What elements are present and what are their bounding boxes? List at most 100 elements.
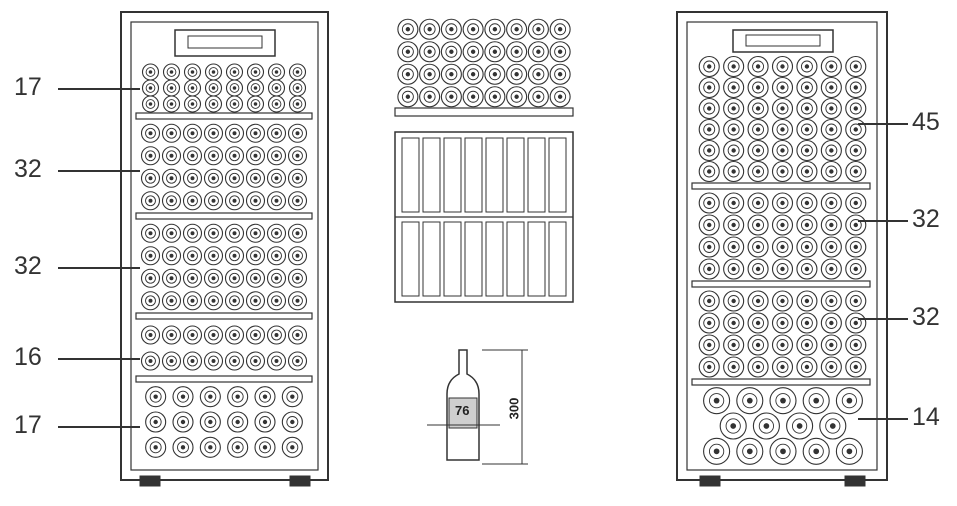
left-s1-bottle-2-5-ring xyxy=(250,99,261,109)
right-s1-bottle-3-5-ring xyxy=(825,123,838,136)
left-s3-bottle-3-6-ring xyxy=(271,295,282,307)
tray-top-bottle-0-0-ring xyxy=(401,23,414,36)
right-s3-bottle-3-4-ring xyxy=(800,361,813,373)
right-s1-bottle-4-3-ring xyxy=(776,144,789,157)
right-s1-bottle-0-5-cork xyxy=(829,64,834,69)
tray-top-bottle-3-2-cork xyxy=(449,94,454,99)
tray-top-bottle-2-1-cork xyxy=(427,72,432,77)
right-s2-bottle-2-3-ring xyxy=(776,241,789,253)
left-s3-bottle-2-7-cork xyxy=(295,276,300,281)
tray-top-bottle-1-0-ring xyxy=(401,45,414,58)
left-s1-bottle-2-3-ring xyxy=(208,99,219,109)
left-s2-bottle-3-1-ring xyxy=(166,195,177,207)
right-s1-bottle-1-5-ring xyxy=(825,81,838,94)
right-s4-bottle-1-3-ring xyxy=(825,418,841,434)
left-s2-bottle-0-0-ring xyxy=(145,127,156,139)
right-s3-bottle-3-2-cork xyxy=(755,364,761,370)
right-s3-bottle-0-6-ring xyxy=(849,295,862,307)
left-s2-bottle-0-0-cork xyxy=(148,131,153,136)
tray-top-bottle-3-0-ring xyxy=(401,90,414,103)
left-s3-bottle-1-1-ring xyxy=(166,250,177,262)
right-s2-bottle-2-4-ring xyxy=(800,241,813,253)
left-s3-bottle-3-7-ring xyxy=(292,295,303,307)
right-s3-bottle-3-5-ring xyxy=(825,361,838,373)
right-s1-bottle-5-1-cork xyxy=(731,169,736,174)
tray-top-bottle-3-3-ring xyxy=(467,90,480,103)
drawer-lower-bottle-1 xyxy=(422,221,441,297)
left-s2-bottle-1-2-cork xyxy=(190,153,195,158)
left-s1-bottle-1-4-cork xyxy=(232,86,237,90)
left-s5-bottle-2-1-cork xyxy=(180,445,186,450)
left-s5-bottle-1-3-ring xyxy=(231,416,244,428)
left-s5-bottle-1-2-cork xyxy=(208,419,213,425)
left-s2-bottle-3-5-cork xyxy=(253,198,258,203)
tray-top-bottle-3-4-ring xyxy=(488,90,501,103)
left-s2-bottle-1-5-ring xyxy=(250,150,261,162)
right-shelf-bar-2 xyxy=(691,280,871,288)
right-s1-bottle-0-4-cork xyxy=(804,64,810,69)
tray-top-bottle-1-7-ring xyxy=(554,45,567,58)
tray-top-bottle-2-5-cork xyxy=(514,72,519,77)
left-s2-bottle-2-0-ring xyxy=(145,172,156,184)
left-s2-bottle-0-3-ring xyxy=(208,127,219,139)
right-s2-bottle-3-4-cork xyxy=(804,266,810,272)
right-s1-bottle-1-2-cork xyxy=(755,85,761,90)
left-s3-bottle-2-0-cork xyxy=(148,276,153,281)
left-s1-bottle-0-5-cork xyxy=(253,70,258,74)
left-s2-bottle-3-4-ring xyxy=(229,195,240,207)
left-s3-bottle-1-2-ring xyxy=(187,250,198,262)
left-s4-bottle-1-6-cork xyxy=(274,359,279,363)
left-s1-bottle-2-7-ring xyxy=(292,99,303,109)
right-s4-bottle-2-3-ring xyxy=(808,443,824,459)
right-s1-bottle-1-6-cork xyxy=(853,85,858,90)
right-s3-bottle-1-0-ring xyxy=(703,317,716,329)
tray-top-bottle-3-5-ring xyxy=(510,90,523,103)
right-s1-bottle-1-1-cork xyxy=(731,85,736,90)
left-s2-bottle-1-5-cork xyxy=(253,153,258,158)
drawer-upper-bottle-2 xyxy=(443,137,462,213)
right-s2-bottle-1-4-cork xyxy=(804,222,810,228)
left-s1-bottle-1-0-ring xyxy=(145,83,156,93)
left-s3-bottle-0-7-cork xyxy=(295,231,300,236)
left-s2-bottle-0-3-cork xyxy=(211,131,216,136)
right-s1-bottle-4-3-cork xyxy=(780,148,785,153)
right-shelf-count-1: 45 xyxy=(912,108,940,136)
left-s4-bottle-0-7-ring xyxy=(292,329,303,341)
drawer-lower-bottle-4 xyxy=(485,221,504,297)
left-s3-bottle-2-1-ring xyxy=(166,272,177,284)
right-s2-bottle-2-6-cork xyxy=(853,244,858,250)
right-s3-bottle-1-6-cork xyxy=(853,320,858,326)
right-s3-bottle-3-4-cork xyxy=(804,364,810,370)
right-s2-bottle-2-4-cork xyxy=(804,244,810,250)
left-s2-bottle-3-7-cork xyxy=(295,198,300,203)
left-s3-bottle-0-4-cork xyxy=(232,231,237,236)
left-s2-bottle-1-7-ring xyxy=(292,150,303,162)
left-s3-bottle-3-7-cork xyxy=(295,298,300,303)
left-s2-bottle-0-1-cork xyxy=(169,131,174,136)
left-s2-bottle-2-6-ring xyxy=(271,172,282,184)
left-s5-bottle-0-3-cork xyxy=(235,394,240,399)
right-s3-bottle-0-3-cork xyxy=(780,298,785,304)
tray-top-bottle-2-3-cork xyxy=(470,72,476,77)
right-s2-bottle-1-1-ring xyxy=(727,219,740,231)
left-s1-bottle-1-6-ring xyxy=(271,83,282,93)
left-s3-bottle-0-3-cork xyxy=(211,231,216,236)
right-s2-bottle-0-0-ring xyxy=(703,197,716,209)
right-s1-bottle-4-4-cork xyxy=(804,148,810,153)
tray-top-bottle-0-6-ring xyxy=(532,23,545,36)
left-s2-bottle-1-6-ring xyxy=(271,150,282,162)
left-s2-bottle-1-3-cork xyxy=(211,153,216,158)
tray-top-bottle-0-4-ring xyxy=(488,23,501,36)
left-s5-bottle-0-1-cork xyxy=(180,394,186,399)
right-s3-bottle-2-2-ring xyxy=(752,339,765,351)
tray-top-bottle-3-1-cork xyxy=(427,94,432,99)
drawer-lower-bottle-7 xyxy=(548,221,567,297)
left-s2-bottle-0-4-cork xyxy=(232,131,237,136)
right-s3-bottle-3-1-ring xyxy=(727,361,740,373)
left-s1-bottle-0-4-ring xyxy=(229,67,240,77)
right-s4-bottle-1-0-cork xyxy=(730,423,737,429)
right-s1-bottle-2-5-ring xyxy=(825,102,838,115)
right-s1-bottle-5-0-cork xyxy=(707,169,712,174)
right-leader-1 xyxy=(858,123,908,125)
right-s4-bottle-0-3-ring xyxy=(808,393,824,409)
